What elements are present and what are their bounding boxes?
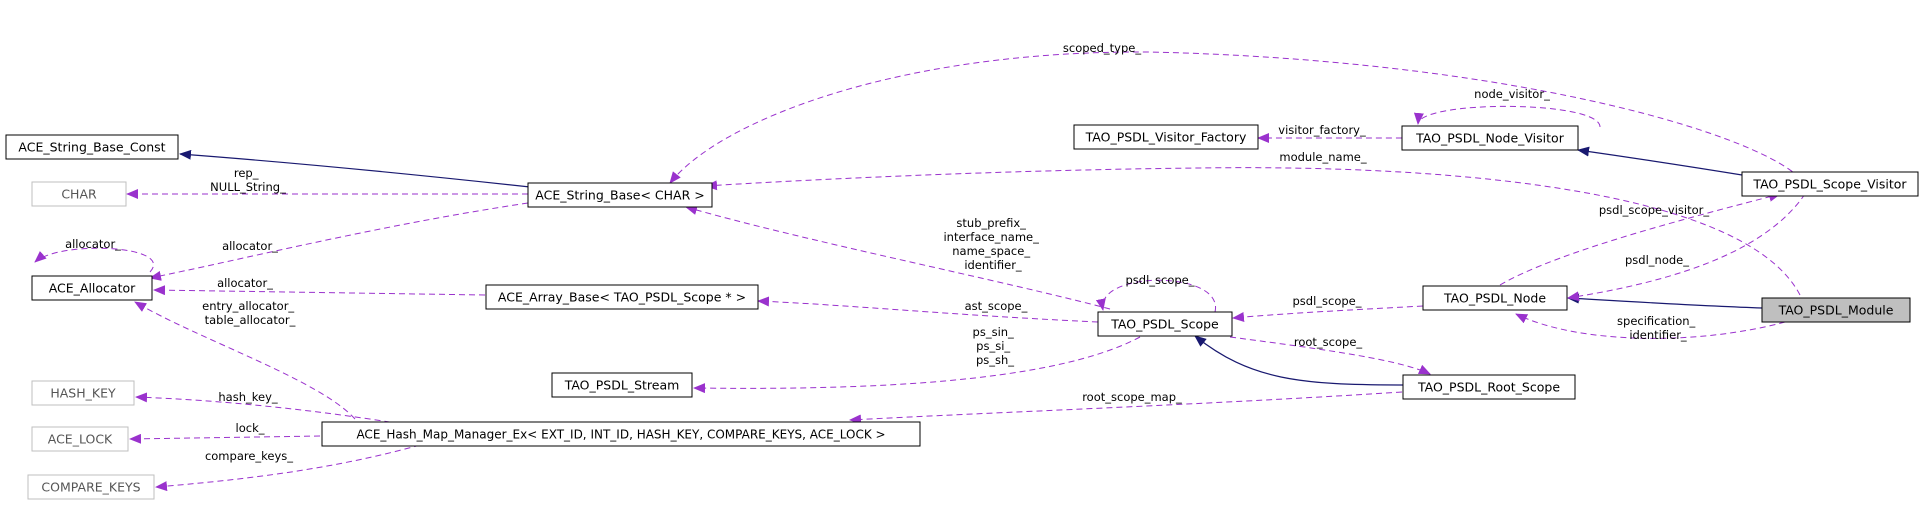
svg-text:TAO_PSDL_Visitor_Factory: TAO_PSDL_Visitor_Factory	[1085, 130, 1247, 145]
label-allocator-arr: allocator_	[217, 276, 273, 290]
label-ast-scope: ast_scope_	[965, 299, 1028, 313]
label-psdl-scope-node: psdl_scope_	[1292, 294, 1361, 308]
edge-scope-visitor-inherits-node-visitor	[1577, 146, 1743, 176]
label-root-scope: root_scope_	[1294, 335, 1363, 349]
node-tao-psdl-scope-visitor[interactable]: TAO_PSDL_Scope_Visitor	[1741, 171, 1919, 197]
edge-compare-keys	[155, 444, 421, 492]
label-stub: stub_prefix_ interface_name_ name_space_…	[943, 216, 1042, 272]
svg-text:COMPARE_KEYS: COMPARE_KEYS	[41, 480, 140, 495]
svg-text:ACE_LOCK: ACE_LOCK	[48, 432, 113, 447]
svg-text:TAO_PSDL_Scope: TAO_PSDL_Scope	[1110, 317, 1219, 332]
edge-spec	[1515, 313, 1786, 339]
node-ace-string-base-const[interactable]: ACE_String_Base_Const	[5, 134, 179, 160]
node-ace-array-base[interactable]: ACE_Array_Base< TAO_PSDL_Scope * >	[485, 284, 759, 310]
edge-entry-alloc	[134, 301, 356, 420]
svg-text:ACE_String_Base_Const: ACE_String_Base_Const	[18, 140, 165, 155]
node-ace-string-base[interactable]: ACE_String_Base< CHAR >	[527, 182, 713, 208]
edge-allocator-str	[149, 202, 529, 281]
svg-text:TAO_PSDL_Node: TAO_PSDL_Node	[1443, 291, 1546, 306]
label-module-name: module_name_	[1279, 150, 1366, 164]
node-hash-key[interactable]: HASH_KEY	[31, 380, 135, 406]
label-psdl-node: psdl_node_	[1625, 253, 1689, 267]
label-psdl-scope-self: psdl_scope_	[1125, 273, 1194, 287]
svg-text:ACE_Hash_Map_Manager_Ex< EXT_I: ACE_Hash_Map_Manager_Ex< EXT_ID, INT_ID,…	[356, 428, 885, 442]
edge-string-base-inherits-const	[179, 149, 531, 188]
node-tao-psdl-root-scope[interactable]: TAO_PSDL_Root_Scope	[1402, 374, 1576, 400]
label-lock: lock_	[236, 421, 265, 435]
node-tao-psdl-scope[interactable]: TAO_PSDL_Scope	[1097, 311, 1233, 337]
edge-allocator-self	[34, 247, 154, 273]
node-tao-psdl-module[interactable]: TAO_PSDL_Module	[1761, 297, 1911, 323]
edge-module-name	[705, 167, 1801, 296]
label-psdl-scope-visitor: psdl_scope_visitor_	[1599, 203, 1709, 217]
edge-stub	[685, 205, 1111, 310]
node-ace-lock[interactable]: ACE_LOCK	[31, 426, 129, 452]
label-scoped-type: scoped_type_	[1063, 41, 1141, 55]
label-entry-alloc: entry_allocator_ table_allocator_	[202, 299, 298, 327]
edge-module-inherits-node	[1567, 293, 1763, 309]
label-hash-key: hash_key_	[218, 390, 277, 404]
svg-text:ACE_String_Base< CHAR >: ACE_String_Base< CHAR >	[535, 188, 704, 203]
label-allocator-self: allocator_	[65, 237, 121, 251]
edge-psdl-scope-node	[1232, 305, 1424, 323]
label-compare-keys: compare_keys_	[205, 449, 293, 463]
node-tao-psdl-node[interactable]: TAO_PSDL_Node	[1422, 285, 1568, 311]
node-ace-allocator[interactable]: ACE_Allocator	[31, 275, 153, 301]
svg-text:TAO_PSDL_Scope_Visitor: TAO_PSDL_Scope_Visitor	[1752, 177, 1907, 192]
edge-psdl-scope-self	[1095, 279, 1216, 313]
edge-root-scope-inherits-scope	[1194, 335, 1404, 386]
svg-text:TAO_PSDL_Root_Scope: TAO_PSDL_Root_Scope	[1417, 380, 1560, 395]
svg-text:TAO_PSDL_Node_Visitor: TAO_PSDL_Node_Visitor	[1415, 131, 1565, 146]
edge-scoped-type	[669, 51, 1801, 184]
label-spec: specification_ identifier_	[1617, 314, 1699, 342]
node-tao-psdl-stream[interactable]: TAO_PSDL_Stream	[551, 372, 693, 398]
edge-psdl-node	[1567, 193, 1806, 302]
svg-text:CHAR: CHAR	[61, 187, 97, 202]
node-char[interactable]: CHAR	[31, 181, 127, 207]
edge-psdl-scope-visitor	[1499, 191, 1781, 286]
edge-ps	[693, 336, 1141, 394]
edge-hash-key	[135, 392, 421, 428]
edge-lock	[129, 433, 321, 444]
label-ps: ps_sin_ ps_si_ ps_sh_	[973, 325, 1018, 367]
edge-allocator-arr	[153, 285, 486, 296]
label-allocator-str: allocator_	[222, 239, 278, 253]
edge-ast-scope	[757, 296, 1099, 323]
edge-root-scope-map	[849, 391, 1403, 425]
node-compare-keys[interactable]: COMPARE_KEYS	[27, 474, 155, 500]
node-tao-psdl-node-visitor[interactable]: TAO_PSDL_Node_Visitor	[1401, 125, 1579, 151]
label-rep: rep_ NULL_String_	[210, 166, 286, 194]
svg-text:HASH_KEY: HASH_KEY	[50, 386, 116, 401]
svg-text:ACE_Array_Base< TAO_PSDL_Scope: ACE_Array_Base< TAO_PSDL_Scope * >	[498, 290, 746, 305]
label-root-scope-map: root_scope_map_	[1082, 390, 1182, 404]
svg-text:TAO_PSDL_Module: TAO_PSDL_Module	[1778, 303, 1894, 318]
edge-root-scope	[1229, 336, 1431, 375]
node-ace-hash-map-manager[interactable]: ACE_Hash_Map_Manager_Ex< EXT_ID, INT_ID,…	[321, 421, 921, 447]
svg-text:ACE_Allocator: ACE_Allocator	[49, 281, 136, 296]
node-tao-psdl-visitor-factory[interactable]: TAO_PSDL_Visitor_Factory	[1073, 124, 1259, 150]
label-node-visitor: node_visitor_	[1474, 87, 1550, 101]
edge-node-visitor-self	[1414, 105, 1601, 128]
label-visitor-factory: visitor_factory_	[1278, 123, 1366, 137]
svg-text:TAO_PSDL_Stream: TAO_PSDL_Stream	[564, 378, 680, 393]
